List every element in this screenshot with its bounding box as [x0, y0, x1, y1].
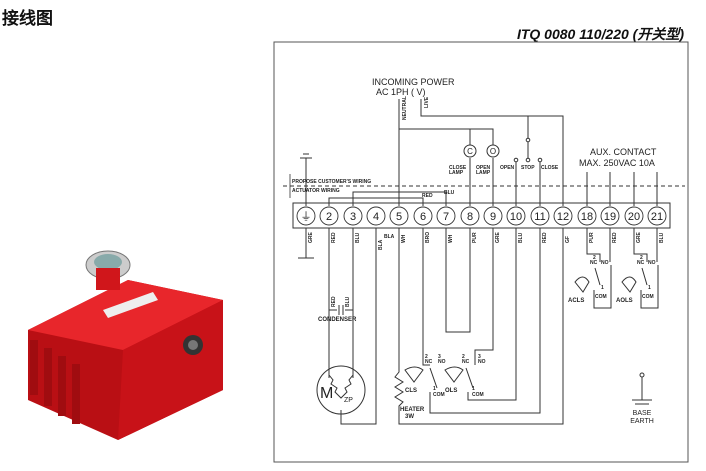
ols-com: COM	[472, 392, 484, 398]
jumper-red-label: RED	[422, 193, 433, 199]
actuator-photo	[28, 250, 223, 440]
customer-wiring-label: PROPOSE CUSTOMER'S WIRING	[292, 179, 371, 185]
cls-pin3: 3	[438, 354, 441, 360]
wire-color: GRE	[495, 232, 501, 244]
wire-color: BLU	[518, 232, 524, 243]
cls-com: COM	[433, 392, 445, 398]
live-label: LIVE	[424, 96, 430, 108]
close-lamp-label: CLOSE	[449, 165, 467, 171]
wire-color: BLU	[659, 232, 665, 243]
ols-pin2: 2	[462, 354, 465, 360]
terminal-20: 20	[628, 211, 640, 223]
aux-contact-label: AUX. CONTACT	[590, 147, 657, 157]
cond-blu: BLU	[345, 296, 351, 307]
wire-color: WH	[448, 234, 454, 243]
cls-no: NO	[438, 359, 446, 365]
aols-nc: NC	[637, 260, 645, 266]
close-lamp-icon: C	[467, 147, 473, 156]
acls-nc: NC	[590, 260, 598, 266]
wire-color: PUR	[472, 232, 478, 243]
stop-label: STOP	[521, 165, 535, 171]
terminal-10: 10	[510, 211, 522, 223]
wire-color: BLA	[378, 239, 384, 250]
wire-color: PUR	[589, 232, 595, 243]
acls-label: ACLS	[568, 298, 584, 304]
close-lamp-label: LAMP	[449, 170, 464, 176]
terminal-3: 3	[350, 211, 356, 223]
acls-pin2: 2	[593, 255, 596, 261]
terminal-12: 12	[557, 211, 569, 223]
ols-pin1: 1	[472, 386, 475, 392]
incoming-power-label: INCOMING POWER	[372, 77, 455, 87]
ols-no: NO	[478, 359, 486, 365]
open-label: OPEN	[500, 165, 515, 171]
actuator-wiring-label: ACTUATOR WIRING	[292, 188, 340, 194]
open-lamp-icon: O	[490, 147, 496, 156]
terminal-2: 2	[326, 211, 332, 223]
aols-com: COM	[642, 294, 654, 300]
page-title: 接线图	[2, 9, 53, 28]
aols-label: AOLS	[616, 298, 633, 304]
terminal-5: 5	[396, 211, 402, 223]
cls-nc: NC	[425, 359, 433, 365]
open-lamp-label: LAMP	[476, 170, 491, 176]
wire-color: BLU	[355, 232, 361, 243]
wire-color: GRE	[636, 232, 642, 244]
aols-pin2: 2	[640, 255, 643, 261]
aols-no: NO	[648, 260, 656, 266]
heater-power: 3W	[405, 414, 414, 420]
close-label: CLOSE	[541, 165, 559, 171]
ols-nc: NC	[462, 359, 470, 365]
wire-color: WH	[401, 234, 407, 243]
open-lamp-label: OPEN	[476, 165, 491, 171]
heater-label: HEATER	[400, 407, 425, 413]
cond-red: RED	[331, 296, 337, 307]
zp-label: ZP	[344, 397, 353, 404]
acls-com: COM	[595, 294, 607, 300]
wire-color: RED	[331, 232, 337, 243]
terminal-7: 7	[443, 211, 449, 223]
wire-color: RED	[542, 232, 548, 243]
ols-label: OLS	[445, 388, 457, 394]
terminal-4: 4	[373, 211, 379, 223]
base-earth-label: BASE	[633, 410, 652, 417]
terminal-6: 6	[420, 211, 426, 223]
terminal-8: 8	[467, 211, 473, 223]
wire-color: RED	[612, 232, 618, 243]
cls-pin2: 2	[425, 354, 428, 360]
cls-label: CLS	[405, 388, 417, 394]
aols-pin1: 1	[648, 285, 651, 291]
aux-rating-label: MAX. 250VAC 10A	[579, 158, 655, 168]
motor-label: M	[320, 385, 333, 402]
ac-phase-label: AC 1PH ( V)	[376, 87, 426, 97]
wire-color: GRE	[308, 232, 314, 244]
neutral-label: NEUTRAL	[402, 96, 408, 120]
wire-color: BRO	[425, 232, 431, 243]
terminal-18: 18	[581, 211, 593, 223]
ols-pin3: 3	[478, 354, 481, 360]
cls-pin1: 1	[433, 386, 436, 392]
jumper-blu-label: BLU	[444, 190, 455, 196]
acls-no: NO	[601, 260, 609, 266]
model-title: ITQ 0080 110/220 (开关型)	[516, 26, 684, 42]
condenser-label: CONDENSER	[318, 317, 357, 323]
terminal-21: 21	[651, 211, 663, 223]
terminal-earth: ⏚	[301, 210, 312, 223]
wire-color: GF	[565, 236, 571, 243]
terminal-11: 11	[534, 211, 545, 223]
terminal-9: 9	[490, 211, 496, 223]
base-earth-label: EARTH	[630, 418, 654, 425]
acls-pin1: 1	[601, 285, 604, 291]
terminal-19: 19	[604, 211, 616, 223]
bla-label: BLA	[384, 234, 395, 240]
